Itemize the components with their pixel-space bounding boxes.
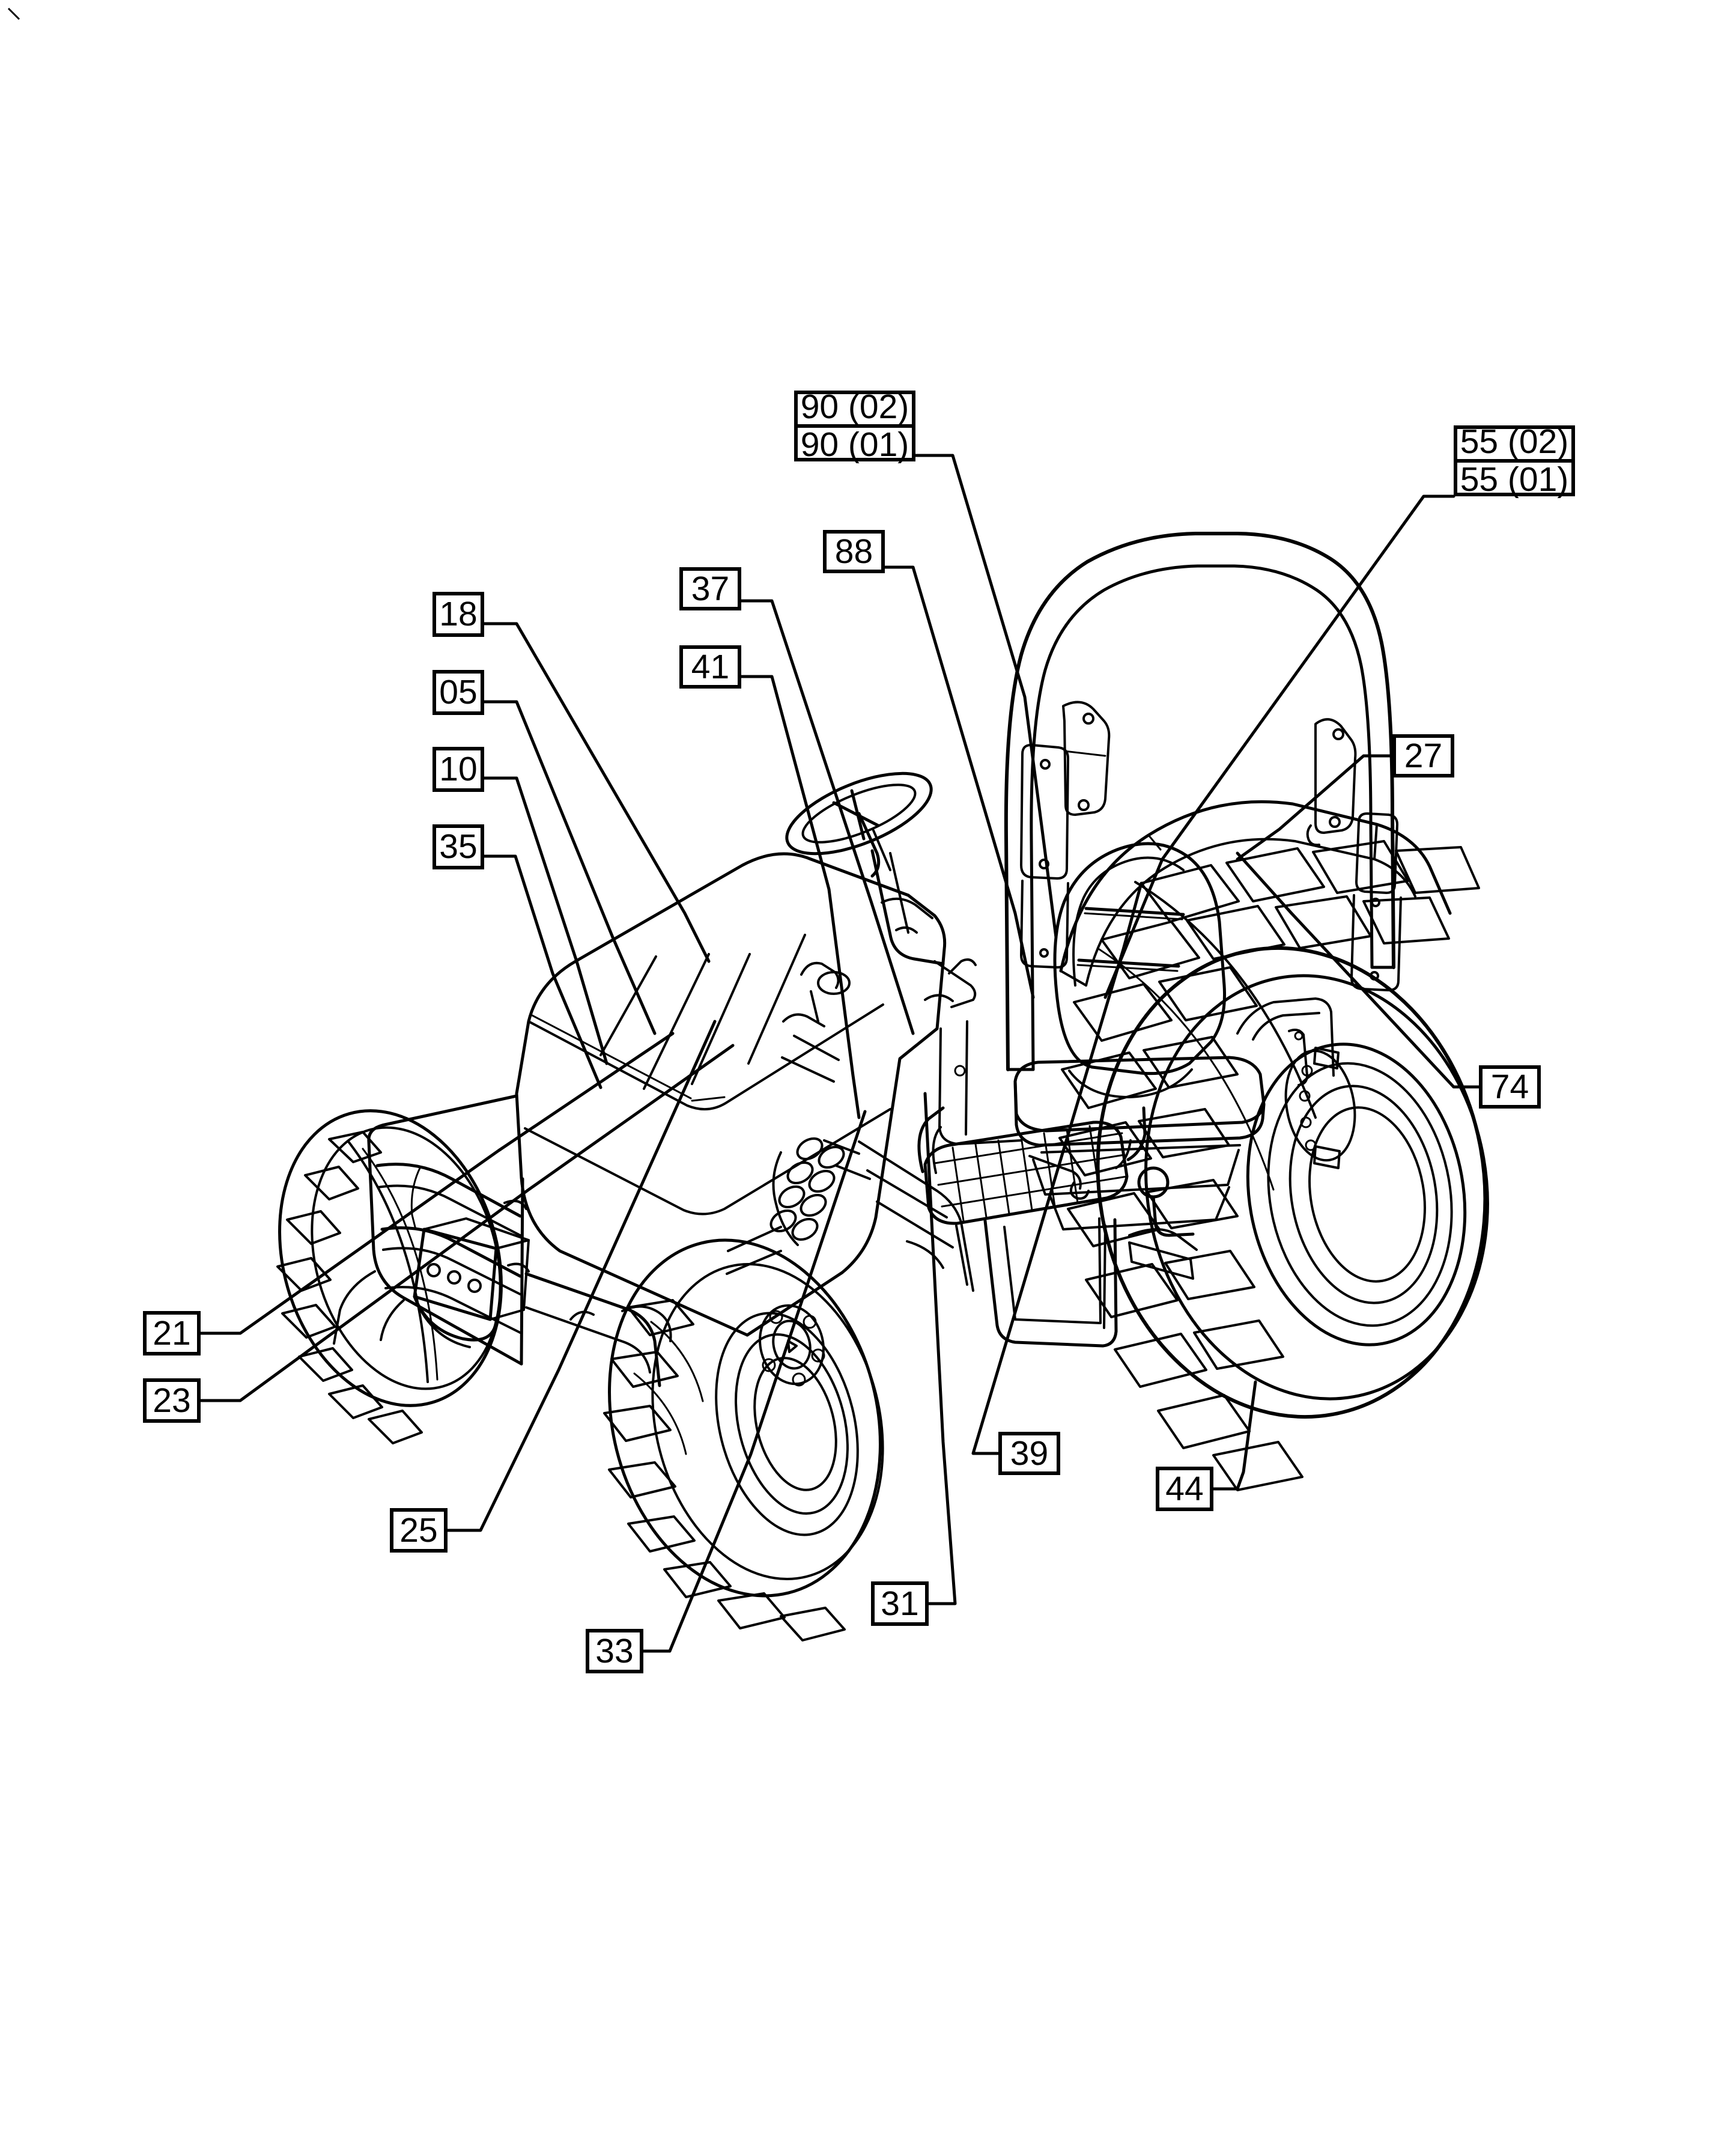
callout-05-line-1: 05 [439,673,478,711]
leader-10 [482,776,609,1065]
front-right-tire [603,1238,884,1641]
callout-23-line-1: 23 [153,1381,191,1420]
foot-platform-step [917,1106,1147,1348]
leader-55 [1103,494,1455,999]
callout-18[interactable]: 18 [432,592,484,637]
callout-25-line-1: 25 [399,1511,438,1550]
rops-mounting-bracket-left [1020,743,1069,969]
callout-10-line-1: 10 [439,750,478,788]
callout-35-line-1: 35 [439,827,478,866]
callout-41[interactable]: 41 [679,645,741,689]
leader-23 [199,1044,735,1402]
leader-31 [923,1092,957,1605]
steering-wheel [785,771,933,878]
leader-33 [642,1110,867,1653]
leader-35 [482,854,602,1089]
leader-44 [1212,1380,1257,1491]
callout-90-line-1: 90 (02) [798,390,912,428]
callout-44[interactable]: 44 [1156,1467,1213,1511]
leader-21 [199,1032,675,1335]
rops-roll-bar [1004,532,1395,1071]
leader-18 [482,622,711,963]
chassis-frame [726,1140,1194,1292]
callout-33[interactable]: 33 [586,1629,643,1673]
callout-21-line-1: 21 [153,1313,191,1352]
callout-27-line-1: 27 [1404,736,1443,775]
leader-90 [914,454,1058,939]
front-nose-lower [333,1270,405,1345]
control-pedals [924,958,977,1008]
rear-deck-panel [1236,997,1335,1086]
callout-39-line-1: 39 [1010,1434,1049,1473]
callout-31[interactable]: 31 [871,1581,929,1626]
callout-33-line-1: 33 [595,1631,634,1670]
engine-hood [515,852,947,1337]
callout-05[interactable]: 05 [432,670,484,715]
front-grille [367,1094,530,1366]
callout-55-line-2: 55 (01) [1460,460,1569,499]
front-left-tire [276,1109,530,1444]
callout-74-line-1: 74 [1490,1067,1529,1106]
rear-linkage [1028,1155,1198,1251]
leader-25 [446,1020,717,1532]
rops-hinge-plate-left [1062,701,1111,816]
leader-05 [482,700,657,1035]
callout-10[interactable]: 10 [432,747,484,792]
leader-27 [1236,754,1394,861]
callout-25[interactable]: 25 [390,1508,448,1553]
callout-55[interactable]: 55 (02) 55 (01) [1454,425,1575,499]
callout-88-line-1: 88 [834,532,873,571]
callout-88[interactable]: 88 [823,530,885,573]
callout-37[interactable]: 37 [679,567,741,610]
rear-right-tire [1058,840,1489,1491]
callout-55-line-1: 55 (02) [1457,425,1571,463]
leader-37 [739,599,915,1035]
leader-74 [1236,851,1481,1089]
callout-27[interactable]: 27 [1392,734,1454,777]
callout-35[interactable]: 35 [432,824,484,869]
leader-88 [883,565,1035,999]
callout-21[interactable]: 21 [143,1311,201,1355]
callout-23[interactable]: 23 [143,1378,201,1423]
callout-39[interactable]: 39 [998,1432,1060,1475]
leader-41 [739,675,861,1119]
callout-90-line-2: 90 (01) [800,425,909,464]
callout-31-line-1: 31 [881,1584,919,1623]
callout-41-line-1: 41 [691,647,730,686]
registration-tick-icon [7,7,20,20]
fuel-tank-panel [938,1020,1022,1145]
callout-44-line-1: 44 [1165,1469,1204,1508]
callout-74[interactable]: 74 [1479,1065,1541,1109]
callout-37-line-1: 37 [691,569,730,608]
rear-fender [1059,800,1452,987]
callout-18-line-1: 18 [439,595,478,633]
callout-90[interactable]: 90 (02) 90 (01) [794,390,915,464]
steering-column [870,849,945,966]
hydraulic-couplers [769,1137,871,1246]
hydraulic-control-levers [781,961,851,1083]
